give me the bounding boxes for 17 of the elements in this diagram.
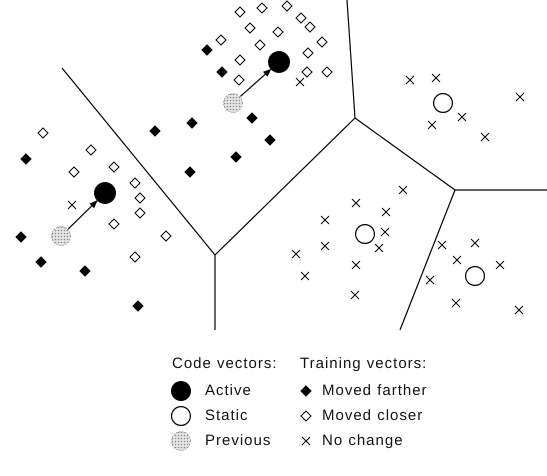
- legend-label: Moved farther: [322, 382, 428, 399]
- legend-label: Static: [205, 407, 249, 424]
- active-code-vector: [94, 182, 116, 204]
- static-code-vector: [355, 224, 375, 244]
- arrow: [240, 68, 272, 97]
- arrow: [68, 200, 98, 230]
- active-code-vector: [268, 51, 290, 73]
- previous-code-vector: [223, 93, 243, 113]
- legend-label: No change: [322, 432, 404, 449]
- previous-code-vector: [51, 226, 71, 246]
- static-code-vector: [433, 93, 453, 113]
- legend-label: Moved closer: [322, 407, 424, 424]
- legend-label: Previous: [205, 432, 272, 449]
- legend-label: Active: [205, 382, 252, 399]
- static-code-vector: [465, 266, 485, 286]
- legend-heading: Code vectors:: [172, 355, 278, 372]
- legend-heading: Training vectors:: [300, 355, 428, 372]
